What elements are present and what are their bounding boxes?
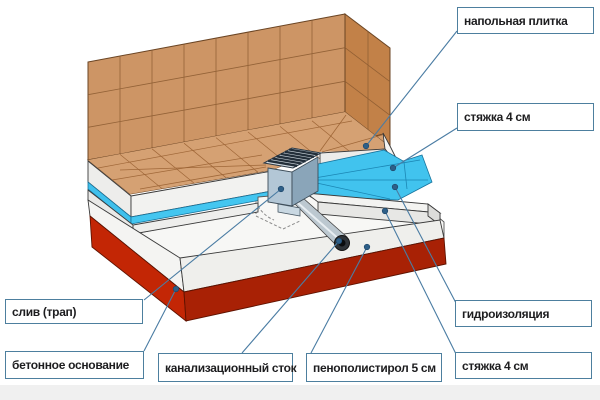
- label-floor-tile: напольная плитка: [457, 7, 594, 34]
- leader-dots: [172, 142, 399, 293]
- label-drain-trap-text: слив (трап): [12, 304, 77, 319]
- label-screed-top-text: стяжка 4 см: [464, 110, 531, 124]
- label-waterproofing-text: гидроизоляция: [462, 306, 550, 321]
- bottom-margin-strip: [0, 385, 600, 400]
- leader-lines: [143, 30, 458, 355]
- label-polystyrene: пенополистирол 5 см: [306, 353, 442, 382]
- tiled-floor: [86, 111, 391, 195]
- tiled-wall: [87, 12, 391, 161]
- label-screed-bottom-text: стяжка 4 см: [462, 358, 529, 373]
- label-floor-tile-text: напольная плитка: [464, 13, 568, 28]
- label-concrete-base: бетонное основание: [5, 351, 144, 379]
- label-concrete-base-text: бетонное основание: [12, 358, 130, 372]
- label-waterproofing: гидроизоляция: [455, 300, 592, 327]
- drain-grate-slats: [267, 148, 319, 167]
- label-screed-bottom: стяжка 4 см: [455, 352, 592, 379]
- wall-grout-lines: [87, 20, 391, 155]
- label-screed-top: стяжка 4 см: [457, 103, 594, 131]
- label-sewer-outlet-text: канализационный сток: [165, 360, 297, 375]
- label-sewer-outlet: канализационный сток: [158, 353, 297, 382]
- label-drain-trap: слив (трап): [5, 299, 143, 324]
- label-polystyrene-text: пенополистирол 5 см: [313, 360, 436, 375]
- concrete-base: [89, 215, 447, 322]
